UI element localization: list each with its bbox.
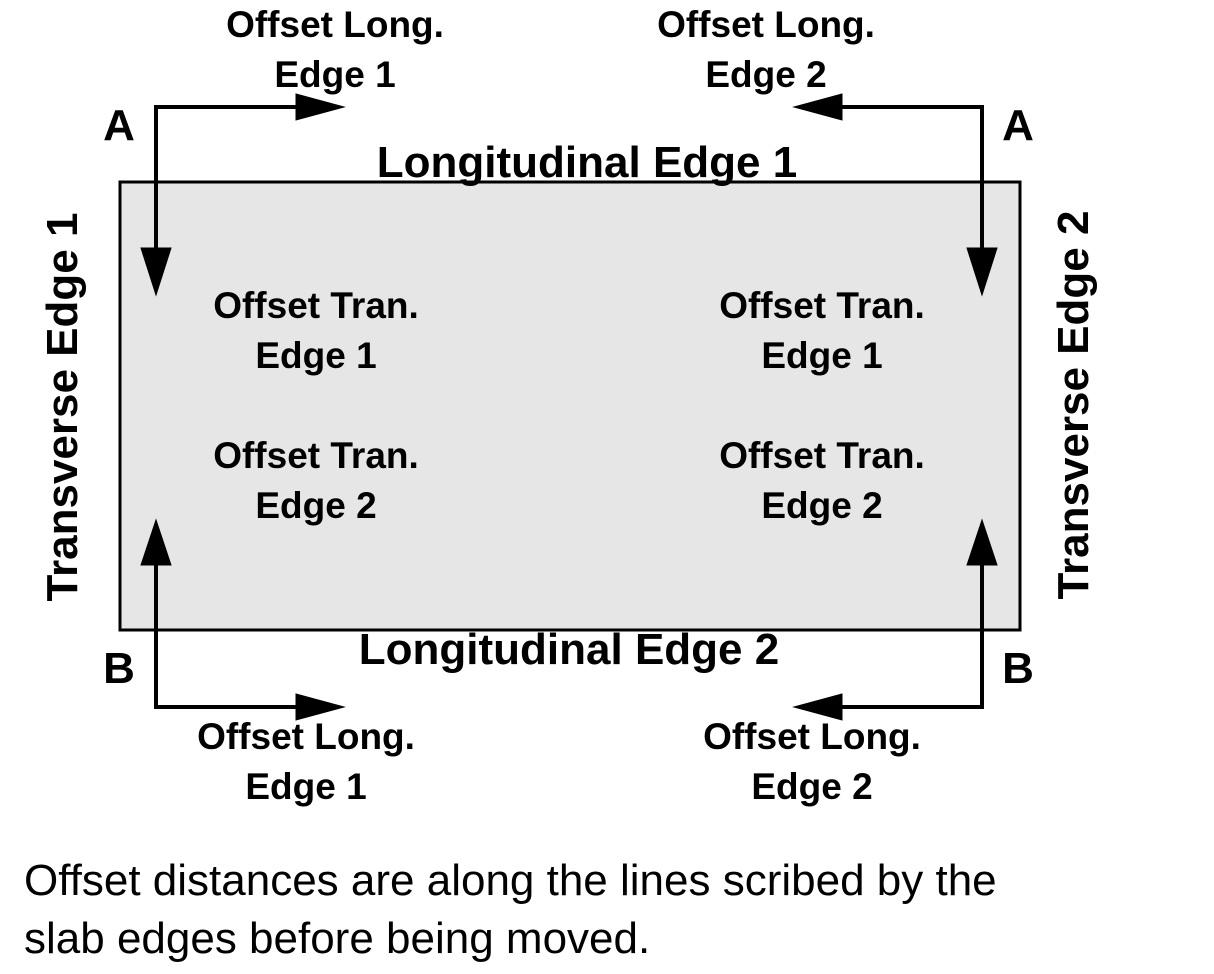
arrow-bottom-right [792,518,998,721]
offset-long-top-left-line2: Edge 1 [274,54,395,95]
corner-label-top-right: A [1002,101,1034,150]
offset-tran-left-edge2-line1: Offset Tran. [213,435,419,476]
offset-tran-right-edge2-line2: Edge 2 [761,485,882,526]
corner-label-bottom-right: B [1002,644,1034,693]
offset-tran-left-edge2-line2: Edge 2 [255,485,376,526]
caption-line-1: Offset distances are along the lines scr… [24,856,997,905]
transverse-edge-1-label: Transverse Edge 1 [38,213,87,602]
offset-long-bottom-right-line1: Offset Long. [703,716,921,757]
offset-tran-left-edge1-line2: Edge 1 [255,335,376,376]
offset-tran-right-edge1-line2: Edge 1 [761,335,882,376]
offset-tran-right-edge2-line1: Offset Tran. [719,435,925,476]
offset-long-bottom-right-line2: Edge 2 [751,766,872,807]
longitudinal-edge-2-label: Longitudinal Edge 2 [359,625,779,674]
offset-long-bottom-left-line2: Edge 1 [245,766,366,807]
arrow-bottom-left [140,518,346,721]
caption-line-2: slab edges before being moved. [24,914,651,963]
corner-label-top-left: A [103,101,135,150]
longitudinal-edge-1-label: Longitudinal Edge 1 [377,138,797,187]
offset-tran-left-edge1-line1: Offset Tran. [213,285,419,326]
arrow-top-left [140,93,346,297]
transverse-edge-2-label: Transverse Edge 2 [1049,211,1098,600]
offset-long-top-right-line2: Edge 2 [705,54,826,95]
offset-long-bottom-left-line1: Offset Long. [197,716,415,757]
slab-rectangle [118,180,1022,632]
offset-tran-right-edge1-line1: Offset Tran. [719,285,925,326]
offset-long-top-right-line1: Offset Long. [657,4,875,45]
diagram-caption: Offset distances are along the lines scr… [24,852,1204,968]
corner-label-bottom-left: B [103,644,135,693]
offset-long-top-left-line1: Offset Long. [226,4,444,45]
arrow-top-right [792,93,998,297]
